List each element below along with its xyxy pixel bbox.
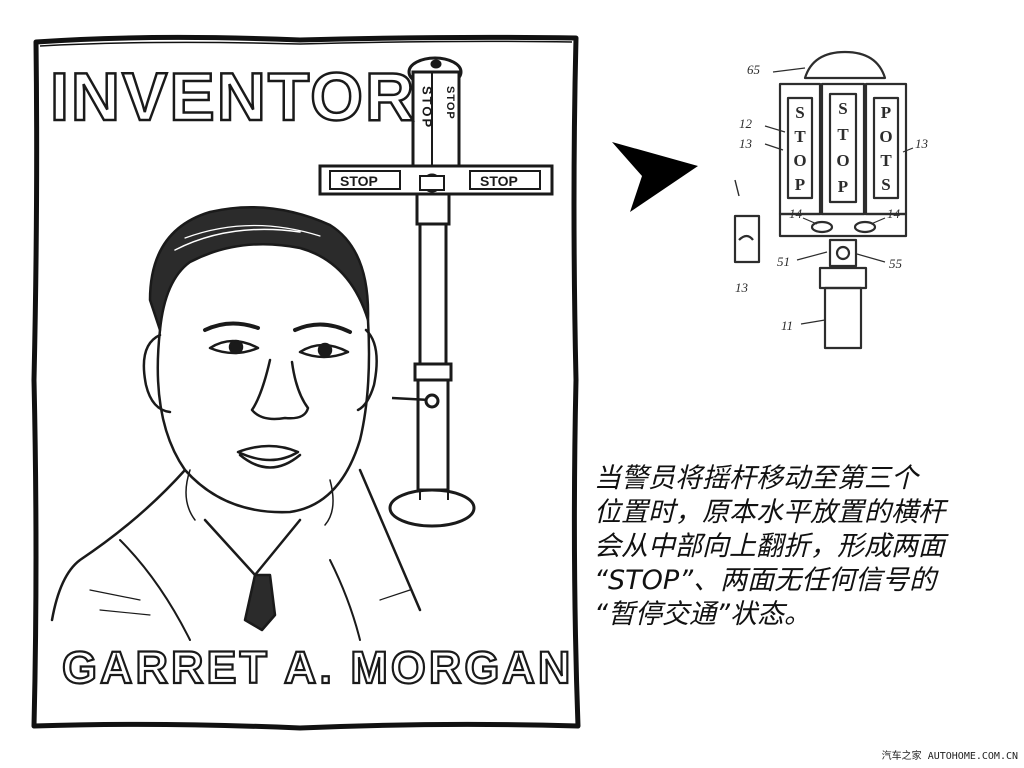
poster-title: INVENTOR — [49, 58, 417, 137]
stop-signal-drawing — [318, 56, 554, 528]
arrow-right-icon — [612, 142, 698, 212]
poster-illustration: STOP STOP STOP STOP — [31, 34, 581, 731]
patent-drawing: S T O P S T O P P O T S 65 12 13 13 14 1… — [733, 50, 929, 350]
panel-letter: S — [795, 103, 804, 122]
panel-letter: S — [881, 175, 890, 194]
signal-left-arm-label: STOP — [340, 173, 378, 189]
signal-right-arm-label: STOP — [480, 173, 518, 189]
figure-number: 14 — [887, 206, 901, 221]
portrait-drawing — [50, 205, 422, 641]
panel-letter: O — [836, 151, 849, 170]
figure-number: 65 — [747, 62, 761, 77]
figure-number: 11 — [781, 318, 793, 333]
panel-letter: T — [880, 151, 892, 170]
panel-letter: P — [881, 103, 891, 122]
panel-letter: T — [837, 125, 849, 144]
panel-letter: T — [794, 127, 806, 146]
panel-letter: P — [838, 177, 848, 196]
signal-vertical-label: STOP — [420, 86, 435, 129]
panel-letter: O — [793, 151, 806, 170]
panel-letter: S — [838, 99, 847, 118]
figure-number: 12 — [739, 116, 753, 131]
panel-letter: O — [879, 127, 892, 146]
figure-number: 51 — [777, 254, 790, 269]
watermark: 汽车之家 AUTOHOME.COM.CN — [881, 751, 1018, 762]
figure-number: 13 — [735, 280, 749, 295]
figure-number: 55 — [889, 256, 903, 271]
panel-letter: P — [795, 175, 805, 194]
figure-number: 14 — [789, 206, 803, 221]
caption-text: 当警员将摇杆移动至第三个 位置时，原本水平放置的横杆 会从中部向上翻折，形成两面… — [594, 463, 945, 630]
figure-number: 13 — [915, 136, 929, 151]
inventor-name: GARRET A. MORGAN — [61, 641, 574, 694]
figure-number: 13 — [739, 136, 753, 151]
signal-side-label: STOP — [444, 86, 456, 120]
